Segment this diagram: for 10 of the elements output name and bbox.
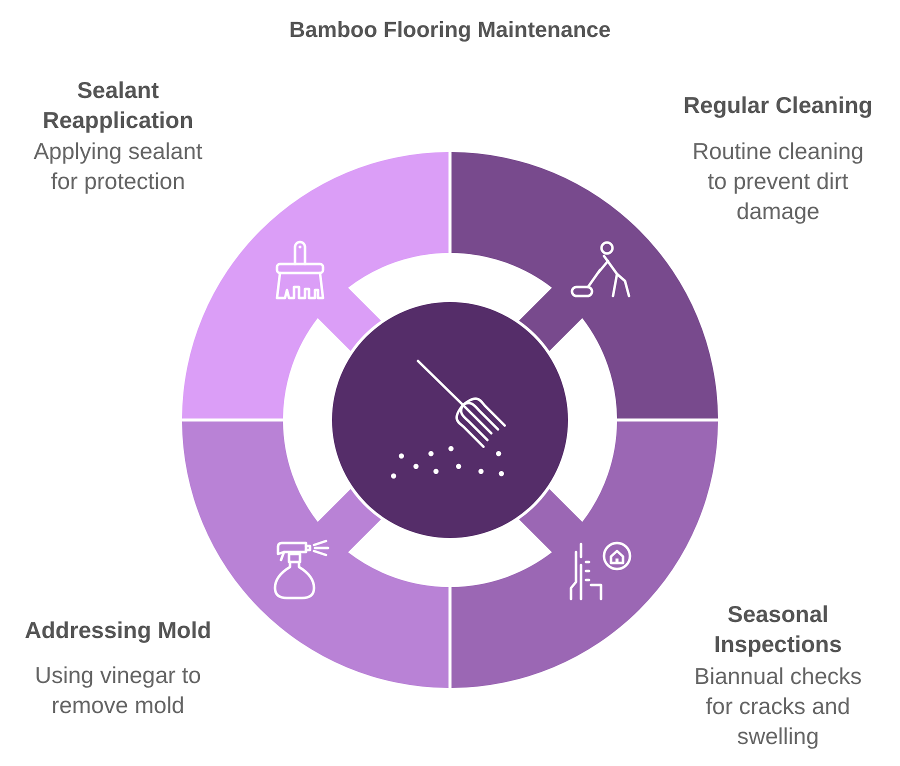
step-description: Routine cleaning to prevent dirt damage — [691, 137, 865, 226]
diagram-title: Bamboo Flooring Maintenance — [289, 16, 611, 44]
step-description: Biannual checks for cracks and swelling — [693, 662, 863, 751]
center-circle — [332, 302, 568, 538]
step-heading: Sealant Reapplication — [42, 76, 194, 135]
step-heading: Regular Cleaning — [682, 91, 874, 120]
step-heading: Seasonal Inspections — [713, 600, 843, 659]
step-description: Applying sealant for protection — [32, 137, 204, 196]
step-heading: Addressing Mold — [24, 616, 212, 645]
step-description: Using vinegar to remove mold — [34, 661, 202, 720]
